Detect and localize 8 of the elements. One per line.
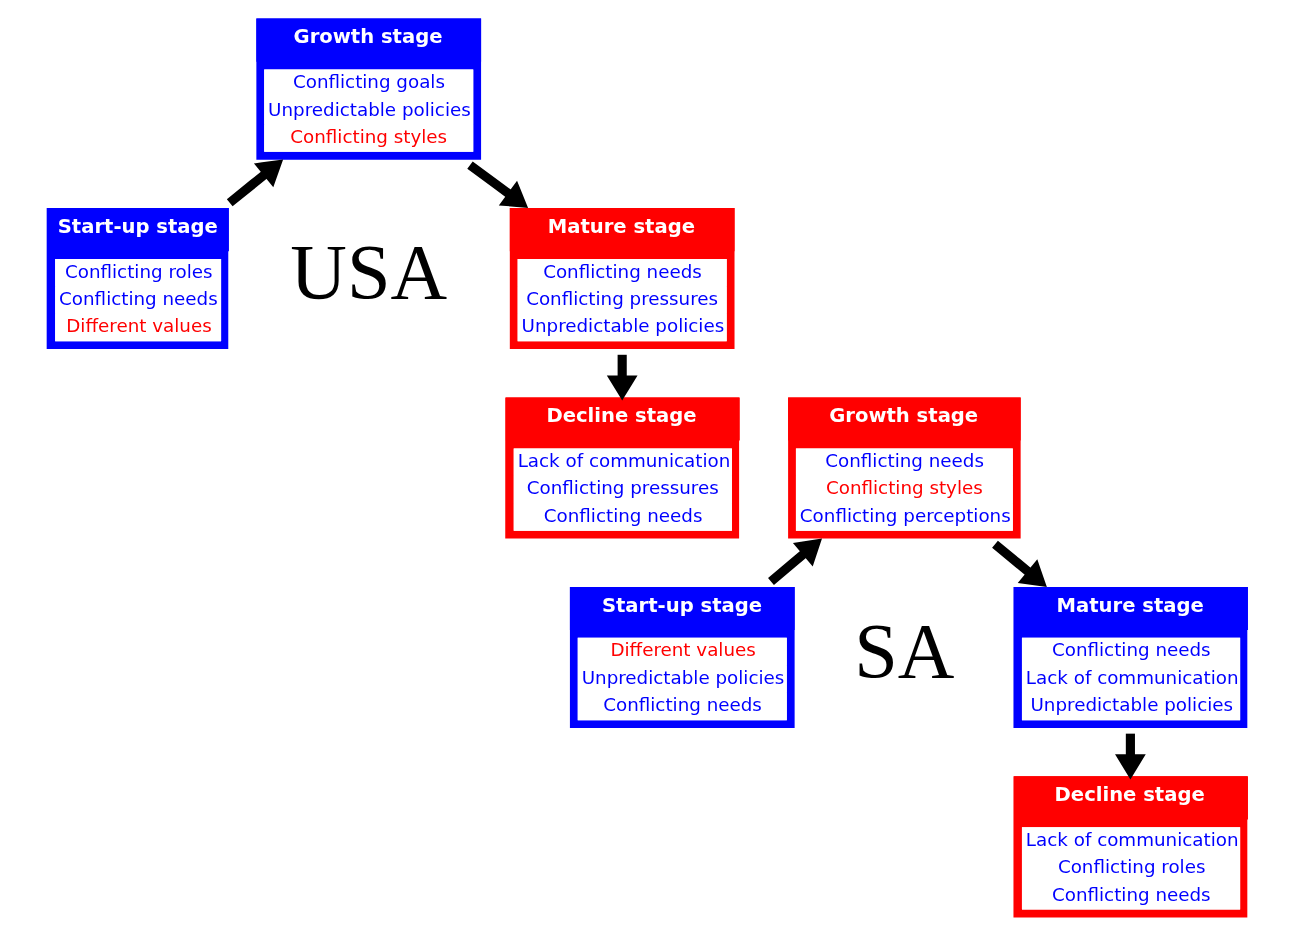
arrow	[991, 540, 1047, 588]
arrow	[606, 354, 638, 401]
arrow	[1114, 733, 1146, 780]
label: SA	[853, 607, 954, 695]
arrow	[226, 159, 283, 207]
arrow	[767, 538, 822, 585]
arrow	[466, 161, 528, 208]
label: USA	[289, 228, 447, 316]
